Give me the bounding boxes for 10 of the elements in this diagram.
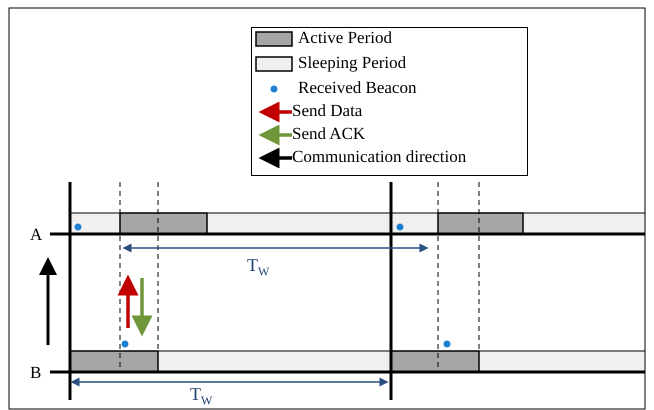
legend-text: Received Beacon xyxy=(298,78,416,98)
period-label: T$_{W}$ xyxy=(247,256,270,281)
legend-text: Sleeping Period xyxy=(298,53,406,73)
row-label: B xyxy=(30,364,42,382)
legend-text: Send Data xyxy=(292,101,362,121)
period-label: T$_{W}$ xyxy=(190,385,212,410)
row-label: A xyxy=(30,226,42,244)
legend-text: Send ACK xyxy=(292,124,366,144)
legend-text: Communication direction xyxy=(292,147,466,167)
legend-text: Active Period xyxy=(298,28,392,48)
